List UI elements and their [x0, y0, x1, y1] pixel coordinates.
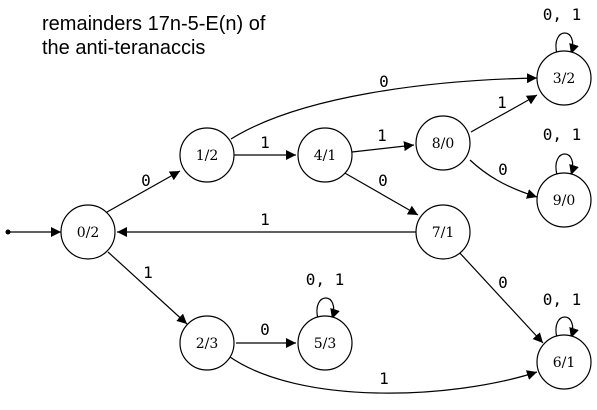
- state-label-s71: 7/1: [432, 225, 455, 241]
- states: 0/2 1/2 4/1 8/0 3/2 9/0: [60, 50, 592, 390]
- state-s12: 1/2: [179, 127, 235, 183]
- diagram-title: remainders 17n-5-E(n) of the anti-terana…: [42, 12, 265, 60]
- state-label-s53: 5/3: [314, 336, 337, 352]
- edge-s41-s80: [351, 141, 415, 153]
- edge-s02-s23: [107, 251, 188, 325]
- state-s41: 4/1: [297, 127, 353, 183]
- edge-label-s71-s02: 1: [260, 210, 270, 229]
- state-s61: 6/1: [536, 334, 592, 390]
- edge-label-s02-s23: 1: [143, 263, 153, 282]
- state-label-s80: 8/0: [432, 136, 455, 152]
- edge-label-s23-s61: 1: [379, 369, 389, 388]
- state-label-s61: 6/1: [553, 355, 576, 371]
- edge-s41-s71: [342, 171, 419, 216]
- state-label-s02: 0/2: [77, 225, 100, 241]
- state-label-s32: 3/2: [553, 71, 576, 87]
- loop-s61: [555, 316, 579, 339]
- edge-label-s12-s41: 1: [260, 133, 270, 152]
- edge-s71-s61: [457, 250, 544, 344]
- state-s80: 8/0: [415, 115, 471, 171]
- title-line-1: remainders 17n-5-E(n) of: [42, 13, 266, 35]
- state-s90: 9/0: [536, 172, 592, 228]
- loop-label-s53: 0, 1: [306, 270, 345, 289]
- edge-label-s23-s53: 0: [260, 320, 270, 339]
- state-label-s23: 2/3: [196, 336, 219, 352]
- edge-label-s80-s90: 0: [498, 160, 508, 179]
- loop-label-s90: 0, 1: [543, 125, 582, 144]
- state-s23: 2/3: [179, 315, 235, 371]
- state-s32: 3/2: [536, 50, 592, 106]
- edge-s02-s12: [106, 170, 181, 213]
- edge-s23-s61: [229, 356, 538, 394]
- state-s71: 7/1: [415, 204, 471, 260]
- state-label-s12: 1/2: [196, 148, 219, 164]
- edge-s80-s90: [469, 159, 538, 199]
- loop-s53: [316, 297, 340, 320]
- loop-label-s32: 0, 1: [543, 5, 582, 24]
- edge-s80-s32: [470, 94, 538, 133]
- state-s02: 0/2: [60, 204, 116, 260]
- title-line-2: the anti-teranaccis: [42, 37, 206, 59]
- edges: 0 1 1 0 1 0 1 0 1: [106, 5, 582, 394]
- edge-label-s41-s71: 0: [378, 171, 388, 190]
- loop-s32: [555, 32, 579, 55]
- state-s53: 5/3: [297, 315, 353, 371]
- state-label-s90: 9/0: [553, 193, 576, 209]
- loop-label-s61: 0, 1: [543, 290, 582, 309]
- edge-label-s41-s80: 1: [377, 126, 387, 145]
- edge-label-s80-s32: 1: [497, 93, 507, 112]
- edge-label-s12-s32: 0: [379, 72, 389, 91]
- loop-s90: [555, 153, 579, 176]
- edge-label-s71-s61: 0: [498, 273, 508, 292]
- edge-label-s02-s12: 0: [141, 171, 151, 190]
- state-label-s41: 4/1: [314, 148, 337, 164]
- edge-s12-s32: [230, 73, 538, 140]
